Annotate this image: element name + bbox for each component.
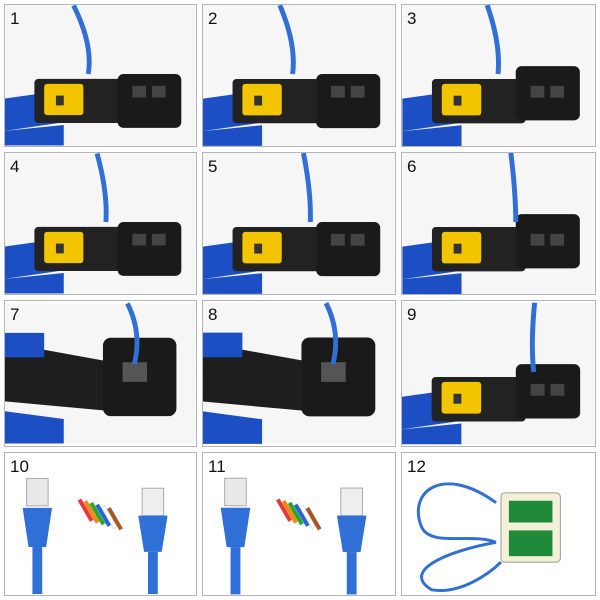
crimping-tool-photo — [203, 5, 395, 146]
step-panel-12: 12 — [401, 452, 596, 596]
crimping-tool-photo — [402, 5, 595, 146]
crimping-tool-photo — [203, 153, 395, 294]
step-panel-1: 1 — [4, 4, 197, 147]
step-number: 8 — [208, 305, 218, 324]
step-number: 7 — [10, 305, 20, 324]
step-number: 11 — [208, 457, 226, 476]
step-panel-2: 2 — [202, 4, 396, 147]
step-panel-5: 5 — [202, 152, 396, 295]
crimping-tool-photo — [402, 153, 595, 294]
step-number: 9 — [407, 305, 417, 324]
crimping-tool-photo — [5, 153, 196, 294]
step-panel-6: 6 — [401, 152, 596, 295]
step-number: 1 — [10, 9, 20, 28]
rj45-connector-photo — [203, 453, 395, 595]
step-number: 6 — [407, 157, 417, 176]
step-panel-9: 9 — [401, 300, 596, 447]
step-number: 4 — [10, 157, 20, 176]
crimping-tool-photo — [5, 5, 196, 146]
step-panel-4: 4 — [4, 152, 197, 295]
step-panel-8: 8 — [202, 300, 396, 447]
crimping-tool-closeup-photo — [5, 302, 196, 444]
rj45-connector-photo — [5, 453, 196, 595]
step-number: 12 — [407, 457, 426, 476]
step-number: 10 — [10, 457, 29, 476]
crimping-tool-photo — [402, 302, 595, 445]
cable-tester-photo — [402, 453, 595, 595]
step-panel-7: 7 — [4, 300, 197, 447]
step-number: 3 — [407, 9, 417, 28]
step-panel-11: 11 — [202, 452, 396, 596]
crimping-tool-closeup-photo — [203, 301, 395, 444]
step-panel-10: 10 — [4, 452, 197, 596]
step-number: 2 — [208, 9, 218, 28]
step-number: 5 — [208, 157, 218, 176]
step-panel-3: 3 — [401, 4, 596, 147]
